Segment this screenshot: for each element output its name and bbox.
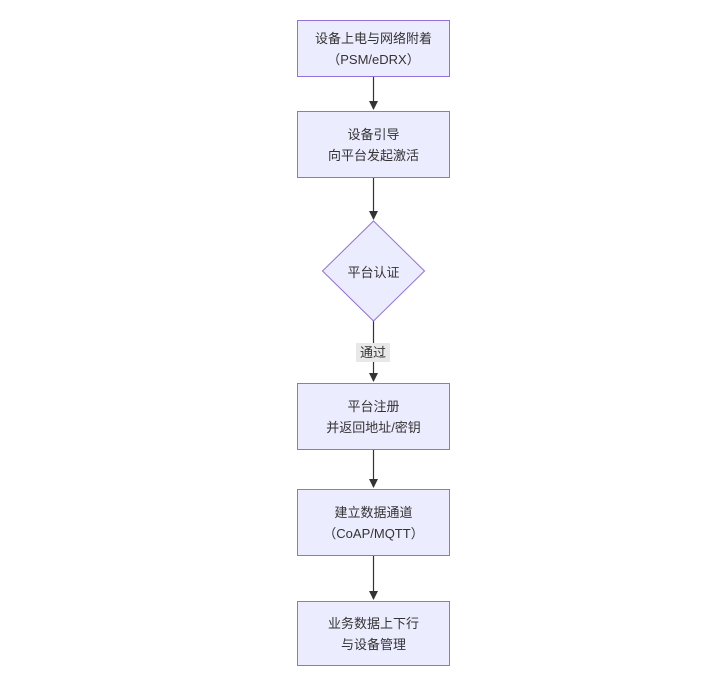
node-label-line: 设备上电与网络附着 xyxy=(314,30,432,46)
node-label-line: 建立数据通道 xyxy=(334,504,413,520)
flow-node-data-channel: 建立数据通道 （CoAP/MQTT） xyxy=(297,489,450,556)
decision-platform-auth: 平台认证 xyxy=(322,221,425,321)
flow-node-power-attach: 设备上电与网络附着 （PSM/eDRX） xyxy=(297,20,450,77)
node-label-line: （CoAP/MQTT） xyxy=(323,525,424,541)
node-label-line: 平台认证 xyxy=(347,264,400,280)
flow-node-bootstrap: 设备引导 向平台发起激活 xyxy=(297,111,450,178)
node-label-line: 向平台发起激活 xyxy=(327,147,419,163)
node-label-line: 与设备管理 xyxy=(340,636,406,652)
node-label-line: 设备引导 xyxy=(347,126,400,142)
decision-diamond-shape xyxy=(321,220,426,322)
flow-node-business-data: 业务数据上下行 与设备管理 xyxy=(297,601,450,666)
node-label-line: 业务数据上下行 xyxy=(327,615,419,631)
flow-node-platform-register: 平台注册 并返回地址/密钥 xyxy=(297,383,450,450)
edge-label-pass: 通过 xyxy=(355,343,391,362)
node-label-line: 并返回地址/密钥 xyxy=(326,419,421,435)
node-label-line: 平台注册 xyxy=(347,398,400,414)
node-label-line: （PSM/eDRX） xyxy=(327,51,420,67)
